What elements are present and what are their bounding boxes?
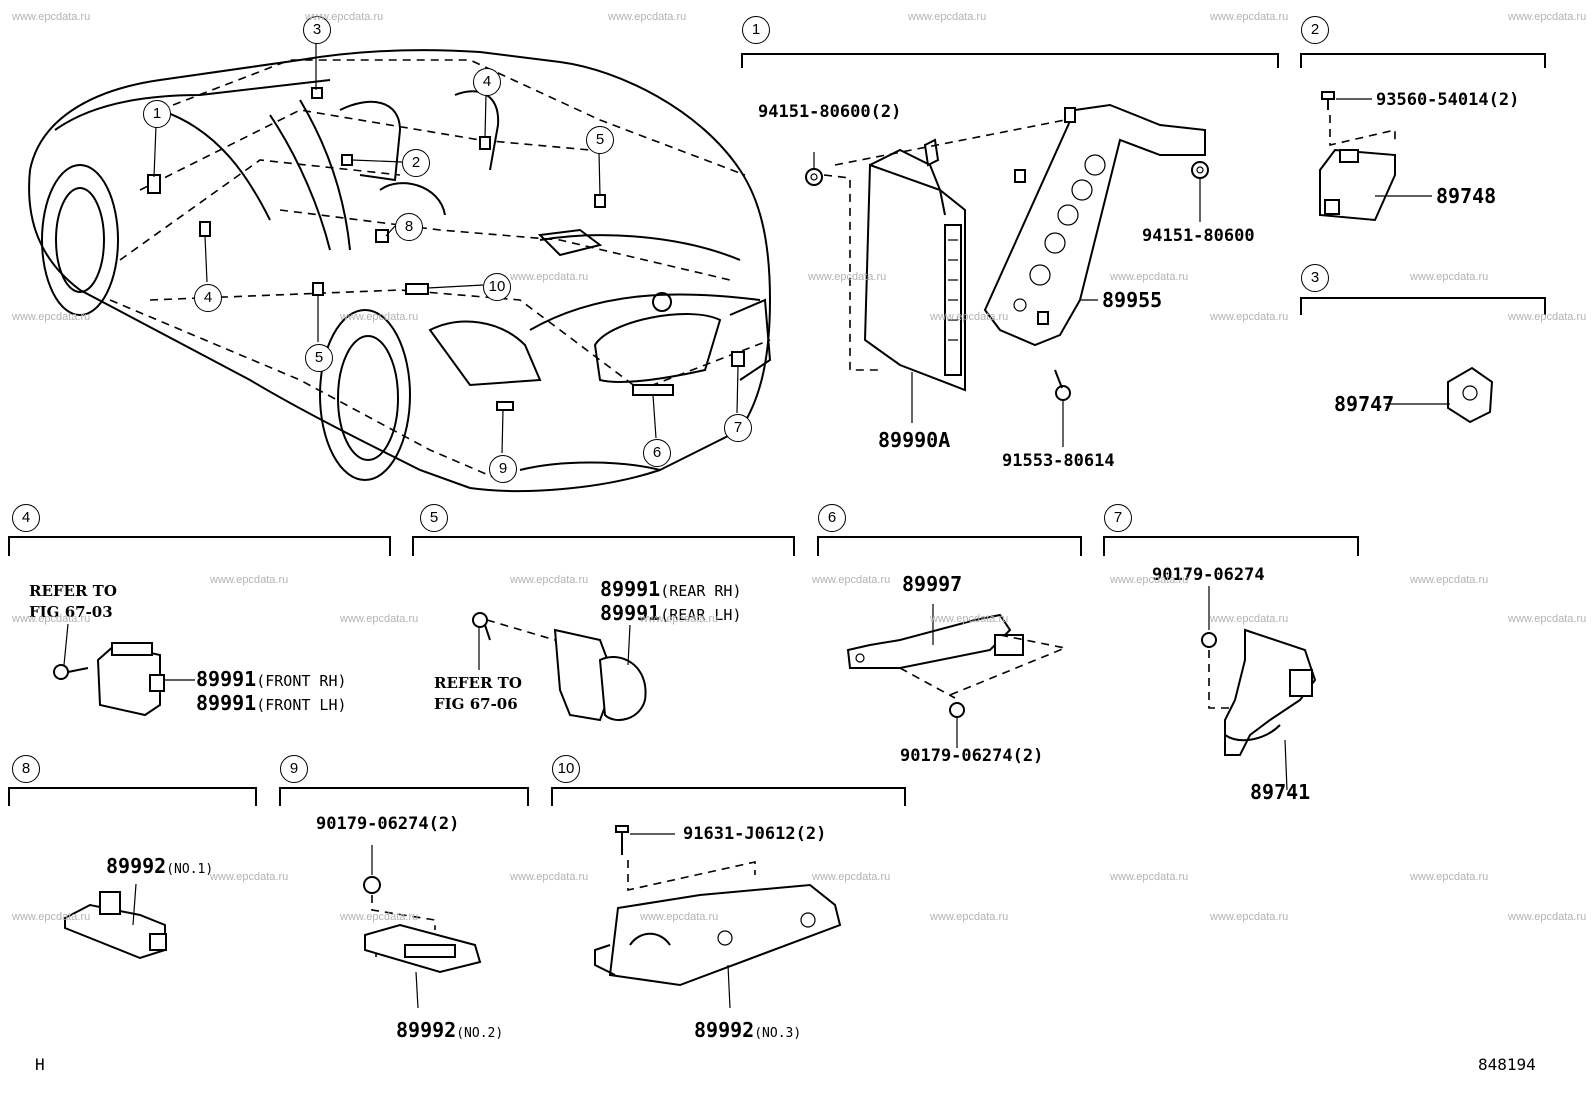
callout-4-top: 4 xyxy=(473,68,501,96)
section-9-number: 9 xyxy=(280,755,308,783)
watermark: www.epcdata.ru xyxy=(1410,271,1489,283)
part-89991-front-lh: 89991(FRONT LH) xyxy=(196,691,347,715)
watermark: www.epcdata.ru xyxy=(210,871,289,883)
watermark: www.epcdata.ru xyxy=(210,574,289,586)
illustration-number: 848194 xyxy=(1478,1055,1536,1074)
part-89747: 89747 xyxy=(1334,392,1395,416)
part-91553-80614: 91553-80614 xyxy=(1002,451,1115,471)
watermark: www.epcdata.ru xyxy=(1410,871,1489,883)
part-89741: 89741 xyxy=(1250,780,1311,804)
section-5-number: 5 xyxy=(420,504,448,532)
part-94151-80600: 94151-80600 xyxy=(1142,226,1255,246)
watermark: www.epcdata.ru xyxy=(1508,11,1587,23)
section-2-artwork xyxy=(1300,53,1546,222)
callout-8: 8 xyxy=(395,213,423,241)
section-2-number: 2 xyxy=(1301,16,1329,44)
car-illustration xyxy=(28,42,772,492)
part-89991-rear-lh: 89991(REAR LH) xyxy=(600,601,742,625)
callout-2: 2 xyxy=(402,149,430,177)
watermark: www.epcdata.ru xyxy=(340,311,419,323)
refer-fig-link-5[interactable]: FIG 67-06 xyxy=(434,695,518,713)
section-5-artwork xyxy=(412,536,795,722)
watermark: www.epcdata.ru xyxy=(1410,574,1489,586)
watermark: www.epcdata.ru xyxy=(12,311,91,323)
part-90179-06274: 90179-06274 xyxy=(1152,565,1265,585)
section-4-artwork xyxy=(8,536,391,717)
section-7-artwork xyxy=(1103,536,1359,791)
refer-to-label-5: REFER TO xyxy=(434,674,522,692)
watermark: www.epcdata.ru xyxy=(305,11,384,23)
section-9-artwork xyxy=(279,787,529,1009)
watermark: www.epcdata.ru xyxy=(12,613,91,625)
watermark: www.epcdata.ru xyxy=(510,271,589,283)
refer-fig-link[interactable]: FIG 67-03 xyxy=(29,603,113,621)
section-3-number: 3 xyxy=(1301,264,1329,292)
part-89992-no1: 89992(NO.1) xyxy=(106,854,214,878)
part-89748: 89748 xyxy=(1436,184,1497,208)
section-10-artwork xyxy=(551,787,906,1009)
watermark: www.epcdata.ru xyxy=(812,574,891,586)
watermark: www.epcdata.ru xyxy=(1210,311,1289,323)
watermark: www.epcdata.ru xyxy=(1110,271,1189,283)
callout-3: 3 xyxy=(303,16,331,44)
watermark: www.epcdata.ru xyxy=(1508,613,1587,625)
callout-4-bottom: 4 xyxy=(194,284,222,312)
section-3-artwork xyxy=(1300,297,1546,424)
part-90179-06274-qty2-s9: 90179-06274(2) xyxy=(316,814,460,834)
watermark: www.epcdata.ru xyxy=(930,613,1009,625)
part-89955: 89955 xyxy=(1102,288,1163,312)
callout-9: 9 xyxy=(489,455,517,483)
watermark: www.epcdata.ru xyxy=(1110,574,1189,586)
part-90179-06274-qty2: 90179-06274(2) xyxy=(900,746,1044,766)
watermark: www.epcdata.ru xyxy=(640,911,719,923)
watermark: www.epcdata.ru xyxy=(908,11,987,23)
watermark: www.epcdata.ru xyxy=(640,613,719,625)
watermark: www.epcdata.ru xyxy=(930,311,1009,323)
part-89991-front-rh: 89991(FRONT RH) xyxy=(196,667,347,691)
section-4-number: 4 xyxy=(12,504,40,532)
watermark: www.epcdata.ru xyxy=(1210,613,1289,625)
watermark: www.epcdata.ru xyxy=(1210,11,1289,23)
watermark: www.epcdata.ru xyxy=(808,271,887,283)
part-94151-80600-qty2: 94151-80600(2) xyxy=(758,102,902,122)
watermark: www.epcdata.ru xyxy=(510,574,589,586)
section-1-number: 1 xyxy=(742,16,770,44)
watermark: www.epcdata.ru xyxy=(1210,911,1289,923)
part-89992-no3: 89992(NO.3) xyxy=(694,1018,802,1042)
watermark: www.epcdata.ru xyxy=(12,911,91,923)
watermark: www.epcdata.ru xyxy=(608,11,687,23)
watermark: www.epcdata.ru xyxy=(340,613,419,625)
watermark: www.epcdata.ru xyxy=(12,11,91,23)
footer-code-left: H xyxy=(35,1055,45,1074)
part-89990a: 89990A xyxy=(878,428,951,452)
callout-7: 7 xyxy=(724,414,752,442)
callout-6: 6 xyxy=(643,439,671,467)
watermark: www.epcdata.ru xyxy=(1110,871,1189,883)
part-89992-no2: 89992(NO.2) xyxy=(396,1018,504,1042)
callout-5-right: 5 xyxy=(586,126,614,154)
section-7-number: 7 xyxy=(1104,504,1132,532)
section-1-artwork xyxy=(741,53,1279,447)
watermark: www.epcdata.ru xyxy=(812,871,891,883)
part-89991-rear-rh: 89991(REAR RH) xyxy=(600,577,742,601)
refer-to-label: REFER TO xyxy=(29,582,117,600)
section-8-artwork xyxy=(8,787,257,960)
part-91631-j0612-qty2: 91631-J0612(2) xyxy=(683,824,827,844)
watermark: www.epcdata.ru xyxy=(930,911,1009,923)
part-89997: 89997 xyxy=(902,572,963,596)
callout-10: 10 xyxy=(483,273,511,301)
callout-5-bottom: 5 xyxy=(305,344,333,372)
watermark: www.epcdata.ru xyxy=(1508,911,1587,923)
callout-1: 1 xyxy=(143,100,171,128)
section-6-artwork xyxy=(817,536,1082,748)
watermark: www.epcdata.ru xyxy=(510,871,589,883)
part-93560-54014-qty2: 93560-54014(2) xyxy=(1376,90,1520,110)
section-8-number: 8 xyxy=(12,755,40,783)
section-6-number: 6 xyxy=(818,504,846,532)
watermark: www.epcdata.ru xyxy=(340,911,419,923)
watermark: www.epcdata.ru xyxy=(1508,311,1587,323)
section-10-number: 10 xyxy=(552,755,580,783)
